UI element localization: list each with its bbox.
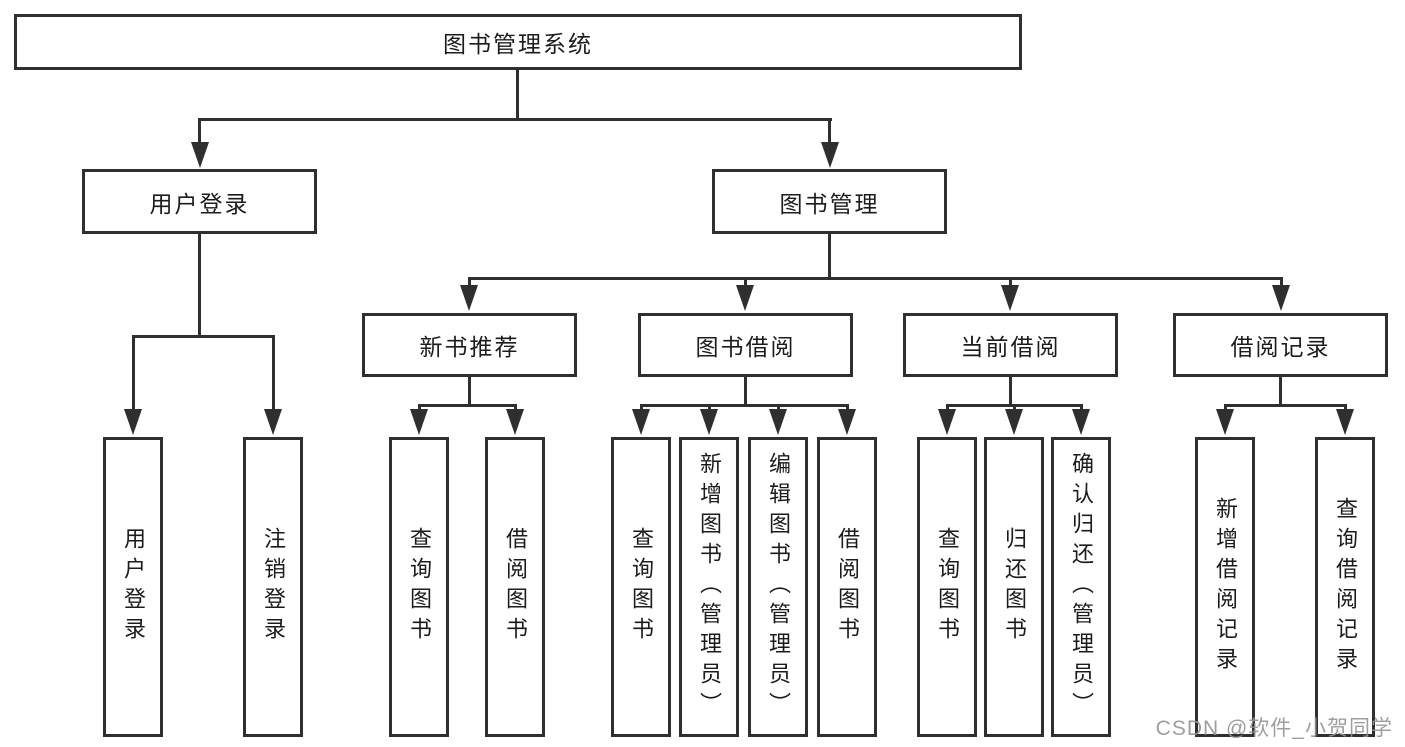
node-label: 图书管理 [779,190,880,217]
arrow-down-icon [191,142,209,168]
arrow-down-icon [1336,409,1354,435]
connector-line [468,277,1283,280]
leaf-user-login: 用户登录 [103,437,163,737]
node-label: 查询借阅记录 [1333,497,1358,677]
arrow-down-icon [1216,409,1234,435]
arrow-down-icon [506,409,524,435]
leaf-current-confirm-return-admin: 确认归还（管理员） [1051,437,1111,737]
arrow-down-icon [410,409,428,435]
connector-line [132,335,275,338]
connector-line [640,404,848,407]
leaf-records-add-record: 新增借阅记录 [1195,437,1255,737]
arrow-down-icon [938,409,956,435]
connector-line [1009,377,1012,407]
node-library-system: 图书管理系统 [14,14,1022,70]
leaf-current-return-books: 归还图书 [984,437,1044,737]
arrow-down-icon [1001,285,1019,311]
connector-line [132,335,135,411]
connector-line [198,118,832,121]
connector-line [744,277,747,289]
node-label: 注销登录 [261,527,286,647]
connector-line [744,377,747,407]
node-borrowing-records: 借阅记录 [1173,313,1388,377]
connector-line [1224,404,1346,407]
arrow-down-icon [821,142,839,168]
arrow-down-icon [1272,285,1290,311]
arrow-down-icon [124,409,142,435]
node-label: 当前借阅 [960,334,1061,360]
node-label: 新增借阅记录 [1213,497,1238,677]
connector-line [1279,377,1282,407]
connector-line [272,335,275,411]
node-label: 查询图书 [935,527,960,647]
node-book-management: 图书管理 [712,169,947,234]
node-label: 新增图书（管理员） [697,452,722,722]
node-label: 用户登录 [121,527,146,647]
csdn-watermark: CSDN @软件_小贺同学 [1155,717,1393,740]
node-label: 归还图书 [1002,527,1027,647]
node-label: 图书管理系统 [443,31,593,57]
arrow-down-icon [736,285,754,311]
arrow-down-icon [838,409,856,435]
leaf-borrow-query-books: 查询图书 [611,437,671,737]
connector-line [198,234,201,338]
node-label: 借阅图书 [503,527,528,647]
connector-line [1280,277,1283,289]
node-label: 图书借阅 [695,334,796,360]
leaf-records-query-record: 查询借阅记录 [1315,437,1375,737]
arrow-down-icon [769,409,787,435]
arrow-down-icon [460,285,478,311]
connector-line [468,277,471,289]
leaf-borrow-add-books-admin: 新增图书（管理员） [679,437,739,737]
connector-line [418,404,517,407]
connector-line [828,234,831,280]
arrow-down-icon [1005,409,1023,435]
leaf-newrec-query-books: 查询图书 [389,437,449,737]
node-new-book-recommend: 新书推荐 [362,313,577,377]
leaf-borrow-borrow-books: 借阅图书 [817,437,877,737]
node-user-login: 用户登录 [82,169,317,234]
leaf-borrow-edit-books-admin: 编辑图书（管理员） [748,437,808,737]
node-label: 确认归还（管理员） [1069,452,1094,722]
connector-line [198,118,201,144]
node-book-borrowing: 图书借阅 [638,313,853,377]
node-label: 查询图书 [629,527,654,647]
leaf-current-query-books: 查询图书 [917,437,977,737]
node-label: 编辑图书（管理员） [766,452,791,722]
node-label: 借阅图书 [835,527,860,647]
connector-line [468,377,471,407]
arrow-down-icon [264,409,282,435]
connector-line [1009,277,1012,289]
arrow-down-icon [632,409,650,435]
leaf-newrec-borrow-books: 借阅图书 [485,437,545,737]
node-label: 用户登录 [149,190,250,217]
node-label: 新书推荐 [419,334,520,360]
node-current-borrowing: 当前借阅 [903,313,1118,377]
node-label: 借阅记录 [1230,334,1331,360]
node-label: 查询图书 [407,527,432,647]
leaf-logout: 注销登录 [243,437,303,737]
arrow-down-icon [1072,409,1090,435]
arrow-down-icon [700,409,718,435]
connector-line [516,70,519,120]
connector-line [828,118,831,144]
